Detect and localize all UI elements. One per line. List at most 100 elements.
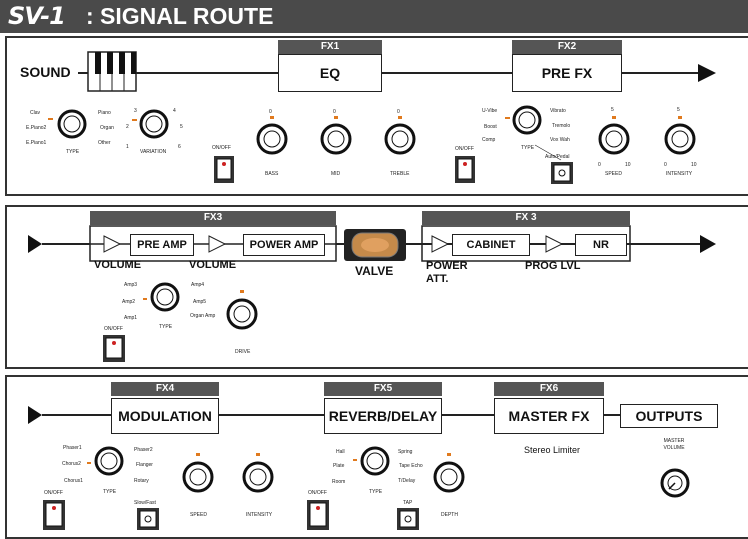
amp-onoff-switch[interactable] [103,335,125,362]
prefx-opt-tremolo: Tremolo [552,123,571,129]
stereo-limiter-label: Stereo Limiter [524,445,581,455]
fx5-tab: FX5 [324,382,442,396]
nr-box[interactable]: NR [575,234,627,256]
bass-scale-0: 0 [269,109,272,115]
volume2-label: VOLUME [189,259,237,271]
treble-scale-0: 0 [397,109,400,115]
mod-type-knob[interactable] [94,446,124,476]
variation-led [132,119,137,121]
poweramp-box[interactable]: POWER AMP [243,234,325,256]
amp-type-knob[interactable] [150,282,180,312]
fx3b-tab: FX 3 [422,211,630,225]
reverb-delay-box[interactable]: REVERB/DELAY [324,398,442,434]
pre-fx-box[interactable]: PRE FX [512,54,622,92]
tap-switch[interactable] [397,508,419,530]
volume1-label: VOLUME [94,259,142,271]
fx3a-tab: FX3 [90,211,336,225]
rev-onoff-label: ON/OFF [308,490,327,496]
prefx-opt-voxwah: Vox Wah [550,137,570,143]
depth-knob[interactable] [433,461,465,493]
title-bar [0,0,748,33]
master-volume-label: MASTER VOLUME [663,438,685,451]
mid-knob[interactable] [320,123,352,155]
mod-intensity-label: INTENSITY [246,512,273,518]
power-att-label: POWER ATT. [426,260,468,285]
mod-onoff-switch[interactable] [43,500,65,530]
rev-type-label: TYPE [369,489,383,495]
speed-label: SPEED [605,171,622,177]
intensity-knob[interactable] [664,123,696,155]
preamp-box[interactable]: PRE AMP [130,234,194,256]
tap-label: TAP [403,500,413,506]
eq-box[interactable]: EQ [278,54,382,92]
prefx-onoff-switch[interactable] [455,156,475,183]
slow-fast-label: Slow/Fast [134,500,156,506]
valve-label: VALVE [355,264,394,278]
type-opt-clav: Clav [30,110,41,116]
type-opt-piano: Piano [98,110,111,116]
mid-scale-0: 0 [333,109,336,115]
treble-knob[interactable] [384,123,416,155]
keyboard-icon [87,51,137,92]
prog-lvl-label: PROG LVL [525,260,581,272]
variation-label: VARIATION [140,149,167,155]
mod-speed-knob[interactable] [182,461,214,493]
speed-scale-0: 0 [598,162,601,168]
prefx-type-knob[interactable] [512,105,542,135]
rev-opt-hall: Hall [336,449,345,455]
amp-opt-amp4: Amp4 [191,282,205,288]
slow-fast-switch[interactable] [137,508,159,530]
fx6-tab: FX6 [494,382,604,396]
variation-scale-3: 3 [134,108,137,114]
master-volume-knob[interactable] [660,468,690,498]
amp-opt-amp2: Amp2 [122,299,136,305]
type-knob[interactable] [57,109,87,139]
treble-label: TREBLE [390,171,410,177]
variation-knob[interactable] [139,109,169,139]
intensity-scale-0: 0 [664,162,667,168]
rev-type-knob[interactable] [360,446,390,476]
amp-opt-amp3: Amp3 [124,282,138,288]
intensity-label: INTENSITY [666,171,693,177]
amp-opt-organamp: Organ Amp [190,313,216,319]
prefx-opt-uvibe: U-Vibe [482,108,498,114]
mod-onoff-label: ON/OFF [44,490,63,496]
variation-scale-5: 5 [180,124,183,130]
type-label: TYPE [66,149,80,155]
fx4-tab: FX4 [111,382,219,396]
amp-onoff-label: ON/OFF [104,326,123,332]
type-opt-organ: Organ [100,125,114,131]
amp-opt-amp1: Amp1 [124,315,138,321]
rev-onoff-switch[interactable] [307,500,329,530]
amp-opt-amp5: Amp5 [193,299,207,305]
prefx-opt-comp: Comp [482,137,496,143]
bass-knob[interactable] [256,123,288,155]
depth-label: DEPTH [441,512,458,518]
mod-opt-phaser2: Phaser2 [134,447,153,453]
drive-label: DRIVE [235,349,251,355]
variation-scale-4: 4 [173,108,176,114]
drive-knob[interactable] [226,298,258,330]
modulation-box[interactable]: MODULATION [111,398,219,434]
prefx-opt-vibrato: Vibrato [550,108,566,114]
type-opt-other: Other [98,140,111,146]
mod-intensity-knob[interactable] [242,461,274,493]
mod-opt-phaser1: Phaser1 [63,445,82,451]
eq-onoff-label: ON/OFF [212,145,231,151]
eq-onoff-switch[interactable] [214,156,234,183]
sv1-logo: SV-1 [8,2,66,30]
prefx-onoff-label: ON/OFF [455,146,474,152]
cabinet-box[interactable]: CABINET [452,234,530,256]
auto-pedal-switch[interactable] [551,162,573,184]
sound-label: SOUND [20,64,71,80]
intensity-scale-10: 10 [691,162,697,168]
master-fx-box[interactable]: MASTER FX [494,398,604,434]
prefx-type-label: TYPE [521,145,535,151]
outputs-box[interactable]: OUTPUTS [620,404,718,428]
fx1-tab: FX1 [278,40,382,54]
mod-opt-rotary: Rotary [134,478,149,484]
speed-scale-10: 10 [625,162,631,168]
speed-knob[interactable] [598,123,630,155]
